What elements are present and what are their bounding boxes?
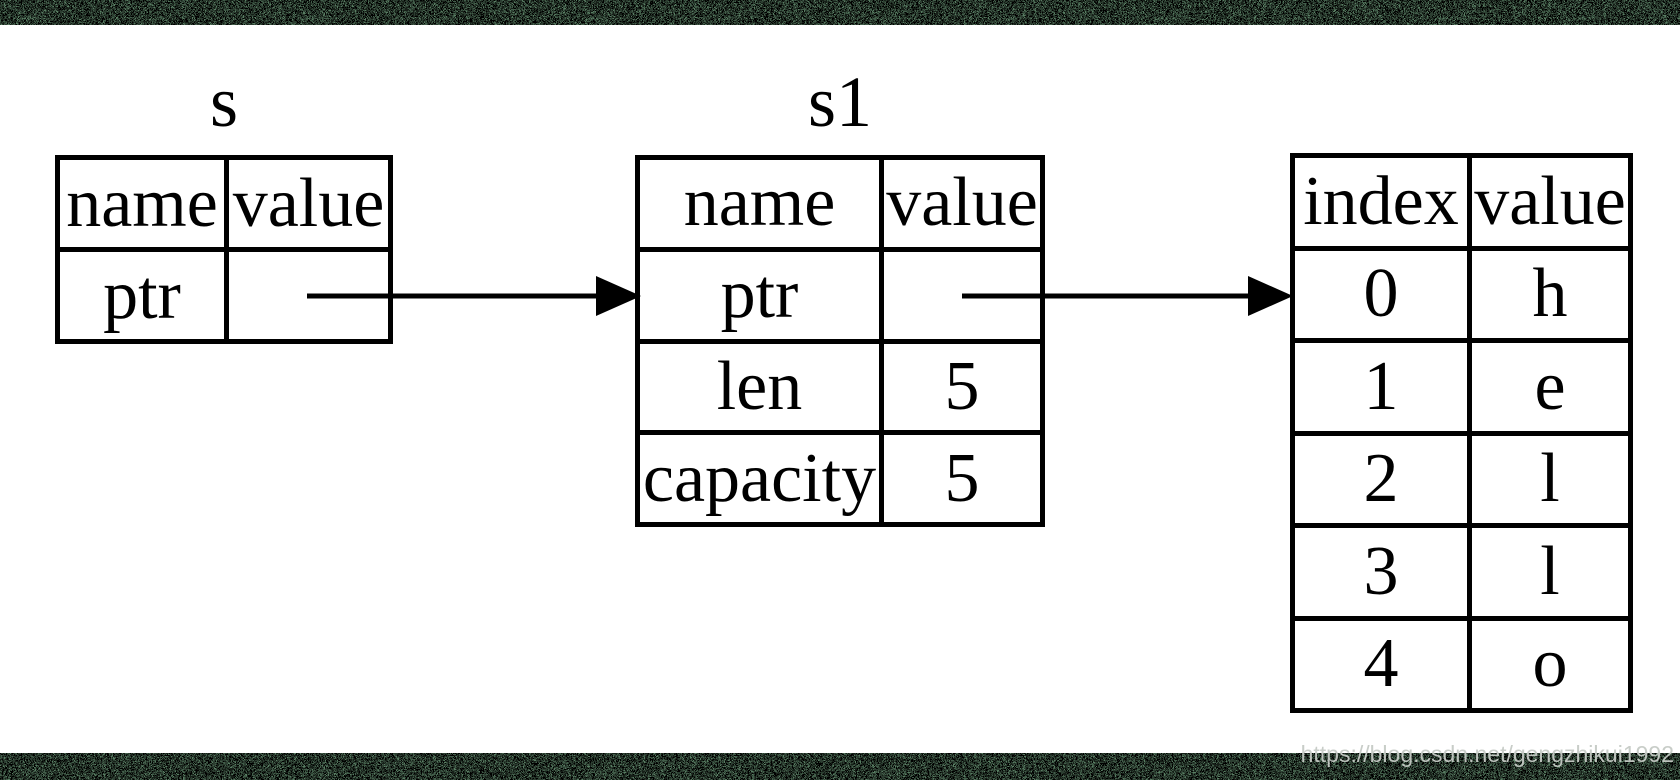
heap-row-2-index: 2	[1295, 435, 1467, 523]
bottom-noise-stripe	[0, 753, 1680, 780]
heap-row-2-value: l	[1472, 435, 1628, 523]
s-row-ptr-value	[229, 252, 388, 339]
heap-row-1-value: e	[1472, 343, 1628, 431]
top-noise-stripe	[0, 0, 1680, 25]
s-header-name: name	[60, 160, 224, 247]
s1-header-name: name	[640, 160, 879, 247]
s1-row-len-value: 5	[884, 343, 1040, 431]
table-s1-title-text: s1	[807, 61, 873, 142]
s1-row-len-name: len	[640, 343, 879, 431]
table-heap: index value 0 h 1 e 2 l 3 l 4 o	[1290, 153, 1633, 713]
heap-row-3-value: l	[1472, 528, 1628, 616]
table-s-title: s	[55, 62, 393, 142]
heap-row-4-index: 4	[1295, 620, 1467, 708]
s-row-ptr-name: ptr	[60, 252, 224, 339]
s1-row-capacity-name: capacity	[640, 435, 879, 522]
heap-row-3-index: 3	[1295, 528, 1467, 616]
s1-header-value: value	[884, 160, 1040, 247]
csdn-watermark: https://blog.csdn.net/gengzhikui1992	[1300, 741, 1674, 767]
heap-row-1-index: 1	[1295, 343, 1467, 431]
s1-row-ptr-value	[884, 251, 1040, 339]
heap-row-0-index: 0	[1295, 250, 1467, 338]
table-s1: name value ptr len 5 capacity 5	[635, 155, 1045, 527]
heap-row-4-value: o	[1472, 620, 1628, 708]
table-s: name value ptr	[55, 155, 393, 344]
s1-row-capacity-value: 5	[884, 435, 1040, 522]
heap-header-value: value	[1472, 158, 1628, 246]
s1-row-ptr-name: ptr	[640, 251, 879, 339]
heap-row-0-value: h	[1472, 250, 1628, 338]
table-s1-title: s1	[635, 62, 1045, 142]
table-s-title-text: s	[209, 61, 239, 142]
s-header-value: value	[229, 160, 388, 247]
heap-header-index: index	[1295, 158, 1467, 246]
